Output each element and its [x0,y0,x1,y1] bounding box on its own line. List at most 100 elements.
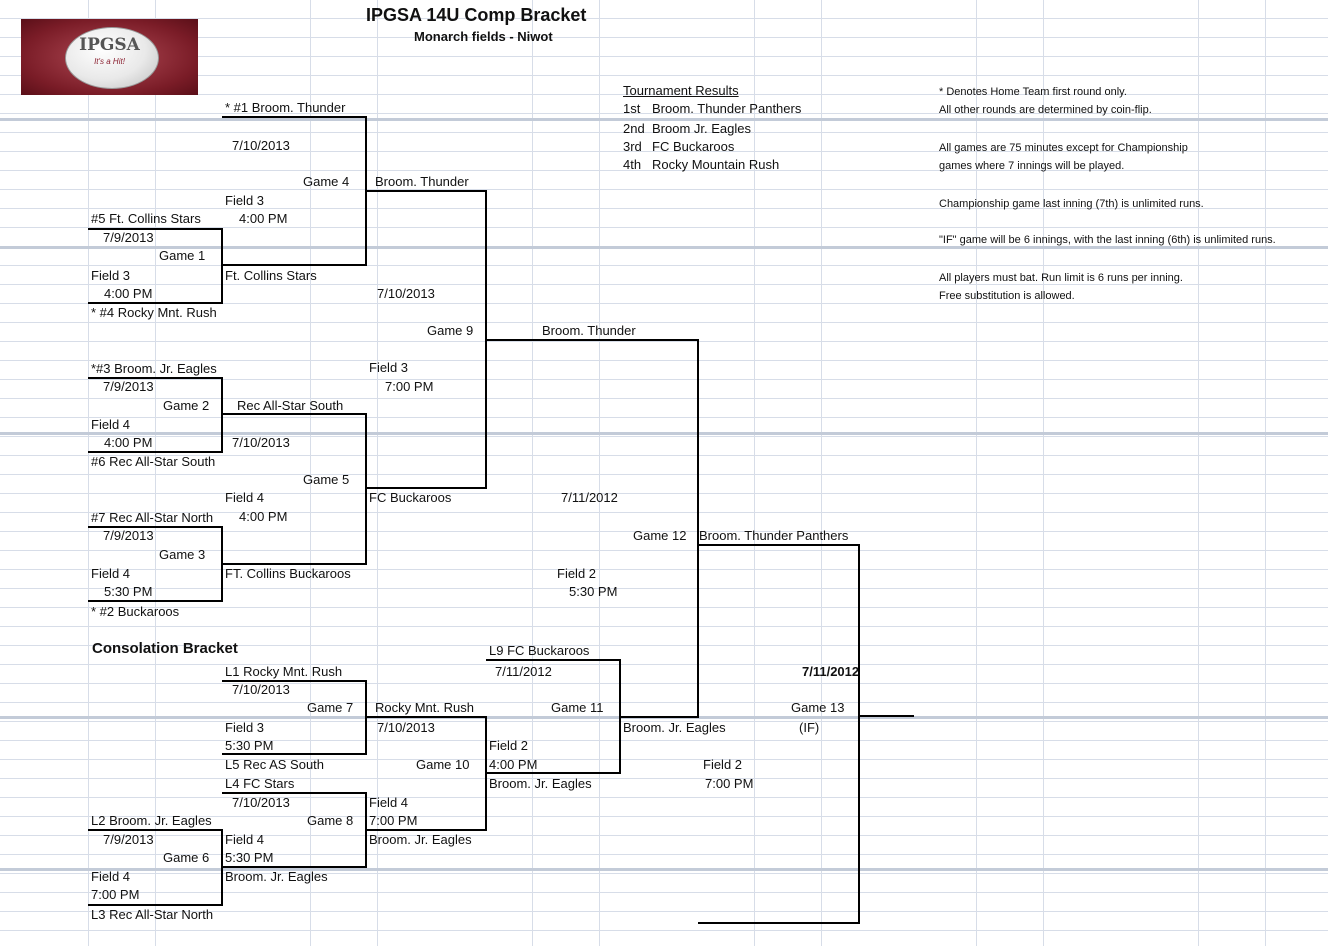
bracket-line [88,526,222,528]
team-slot: Broom. Thunder [375,174,469,189]
row-separator [0,868,1328,871]
bracket-line [222,264,367,266]
result-team: FC Buckaroos [652,139,735,154]
team-slot: * #1 Broom. Thunder [225,100,346,115]
results-heading: Tournament Results [623,83,739,98]
game-date: 7/10/2013 [377,286,435,301]
game-date: 7/11/2012 [561,490,618,505]
game-label: Game 9 [427,323,474,338]
game-time: 5:30 PM [569,584,618,599]
game-label: Game 3 [159,547,206,562]
result-team: Broom. Thunder Panthers [652,101,802,116]
game-field: Field 4 [225,832,265,847]
game-label: Game 12 [633,528,687,543]
game-time: 7:00 PM [369,813,418,828]
game-field: Field 4 [91,566,131,581]
team-slot: Rocky Mnt. Rush [375,700,474,715]
game-label: Game 8 [307,813,354,828]
bracket-line [697,339,699,718]
game-time: 4:00 PM [489,757,538,772]
result-place: 3rd [623,139,642,154]
logo-tagline: It's a Hit! [94,57,125,66]
game-label: Game 11 [551,700,604,715]
note-line: All players must bat. Run limit is 6 run… [939,272,1183,284]
game-field: Field 3 [91,268,131,283]
game-date: 7/9/2013 [103,832,154,847]
bracket-line [366,487,487,489]
result-team: Rocky Mountain Rush [652,157,780,172]
game-label: Game 13 [791,700,845,715]
team-slot: * #4 Rocky Mnt. Rush [91,305,217,320]
result-place: 1st [623,101,641,116]
team-slot: Broom. Jr. Eagles [623,720,726,735]
team-slot: Rec All-Star South [237,398,344,413]
bracket-line [88,377,222,379]
page-title: IPGSA 14U Comp Bracket [366,5,587,25]
team-slot: * #2 Buckaroos [91,604,180,619]
note-line: Free substitution is allowed. [939,290,1075,302]
game-time: 4:00 PM [239,509,288,524]
game-field: Field 3 [369,360,409,375]
team-slot: #7 Rec All-Star North [91,510,214,525]
bracket-line [88,829,222,831]
game-date: 7/9/2013 [103,230,154,245]
logo-text: IPGSA [79,35,140,55]
note-line: games where 7 innings will be played. [939,160,1125,172]
row-separator [0,246,1328,249]
team-slot: L1 Rocky Mnt. Rush [225,664,343,679]
game-time: 5:30 PM [225,850,274,865]
game-label: Game 7 [307,700,354,715]
game-label: Game 4 [303,174,350,189]
consolation-heading: Consolation Bracket [92,640,238,657]
game-time: 4:00 PM [104,286,153,301]
team-slot: #5 Ft. Collins Stars [91,211,201,226]
bracket-line [222,792,367,794]
team-slot: Broom. Thunder Panthers [699,528,849,543]
bracket-line [698,544,860,546]
softball-icon [65,27,159,89]
game-time: 4:00 PM [104,435,153,450]
game-field: Field 4 [91,869,131,884]
if-game-label: (IF) [799,720,820,735]
team-slot: FC Buckaroos [369,490,452,505]
bracket-line [858,715,914,717]
bracket-line [88,451,223,453]
team-slot: Ft. Collins Stars [225,268,317,283]
team-slot: Broom. Jr. Eagles [225,869,328,884]
bracket-line [486,659,620,661]
page-subtitle: Monarch fields - Niwot [414,29,553,44]
note-line: All other rounds are determined by coin-… [939,104,1152,116]
game-date: 7/9/2013 [103,379,154,394]
note-line: Championship game last inning (7th) is u… [939,198,1204,210]
game-date: 7/10/2013 [232,138,290,153]
bracket-line [222,753,367,755]
team-slot: FT. Collins Buckaroos [225,566,351,581]
game-field: Field 4 [91,417,131,432]
game-date: 7/11/2012 [802,664,860,679]
game-time: 5:30 PM [104,584,153,599]
bracket-line [222,413,367,415]
game-date: 7/9/2013 [103,528,154,543]
team-slot: Broom. Thunder [542,323,636,338]
bracket-line [366,716,487,718]
bracket-line [88,600,223,602]
bracket-line [88,904,223,906]
game-label: Game 5 [303,472,350,487]
game-label: Game 6 [163,850,210,865]
ipgsa-logo: IPGSA It's a Hit! [21,19,198,95]
game-field: Field 3 [225,193,265,208]
note-line: All games are 75 minutes except for Cham… [939,142,1188,154]
game-field: Field 2 [489,738,529,753]
game-date: 7/11/2012 [495,664,552,679]
note-line: * Denotes Home Team first round only. [939,86,1127,98]
team-slot: L2 Broom. Jr. Eagles [91,813,212,828]
game-date: 7/10/2013 [377,720,435,735]
game-field: Field 3 [225,720,265,735]
bracket-line [365,413,367,565]
game-field: Field 2 [703,757,743,772]
result-team: Broom Jr. Eagles [652,121,751,136]
game-label: Game 2 [163,398,210,413]
bracket-line [222,563,367,565]
bracket-line [222,116,367,118]
